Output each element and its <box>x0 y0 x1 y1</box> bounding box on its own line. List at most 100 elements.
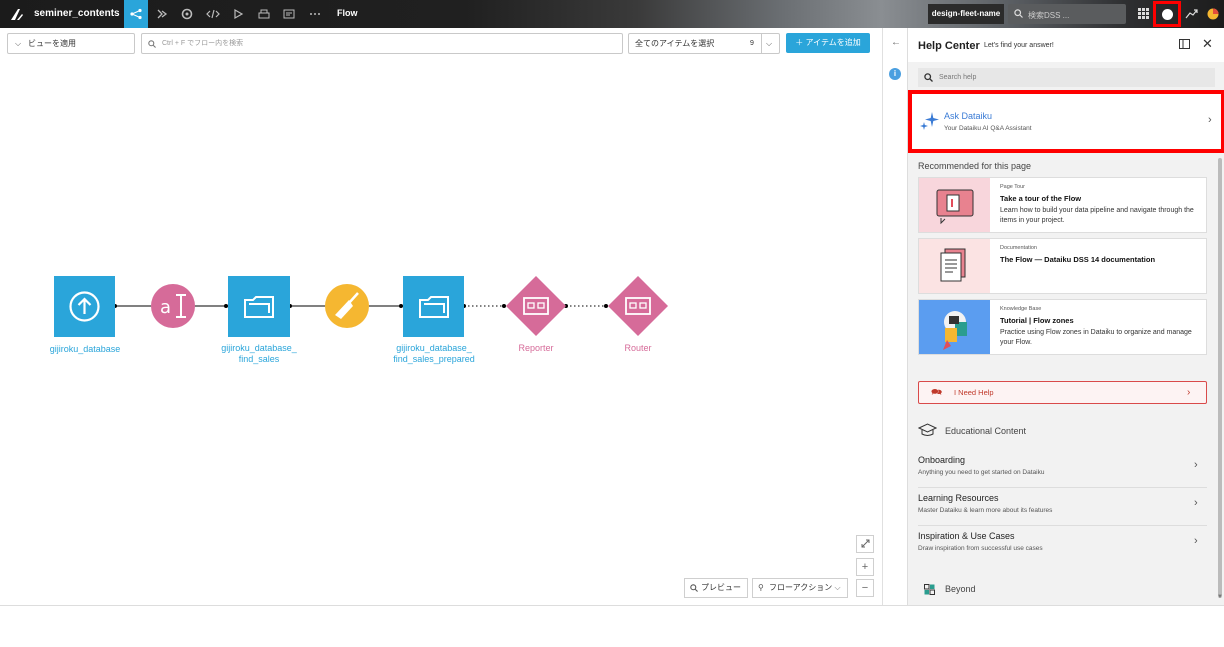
zoom-out-button[interactable]: − <box>856 579 874 597</box>
flow-share-icon <box>130 8 142 20</box>
node-label-reporter[interactable]: Reporter <box>518 343 554 353</box>
educational-content-label: Educational Content <box>945 426 1027 436</box>
info-icon[interactable]: i <box>889 68 901 80</box>
node-label-find-sales[interactable]: gijiroku_database_ find_sales <box>221 343 297 364</box>
card-kind: Knowledge Base <box>1000 306 1042 312</box>
flow-search-input[interactable]: Ctrl + F でフロー内を検索 <box>141 33 623 54</box>
agent-node-router[interactable] <box>608 276 668 336</box>
card-documentation[interactable]: Documentation The Flow — Dataiku DSS 14 … <box>918 238 1207 294</box>
i-need-help-label: I Need Help <box>954 388 994 397</box>
beyond-label: Beyond <box>945 584 976 594</box>
card-title: Take a tour of the Flow <box>1000 194 1082 203</box>
lab-icon[interactable] <box>155 7 169 21</box>
trending-icon[interactable] <box>1185 8 1198 19</box>
edu-item-learning-resources[interactable]: Learning Resources Master Dataiku & lear… <box>918 488 1207 526</box>
preview-button[interactable]: プレビュー <box>684 578 748 598</box>
card-description: Practice using Flow zones in Dataiku to … <box>1000 329 1192 346</box>
recommended-section-title: Recommended for this page <box>918 161 1032 171</box>
help-scrollbar[interactable] <box>1218 158 1222 598</box>
select-all-items-dropdown[interactable]: 全てのアイテムを選択 9 ⌵ <box>628 33 780 54</box>
apply-view-select[interactable]: ⌵ ビューを適用 <box>7 33 135 54</box>
zoom-in-button[interactable]: + <box>856 558 874 576</box>
chevron-right-icon: › <box>1208 114 1212 126</box>
dock-panel-icon[interactable] <box>1179 39 1190 49</box>
card-description: Learn how to build your data pipeline an… <box>1000 207 1194 224</box>
more-dots-icon[interactable] <box>308 7 322 21</box>
help-center-title: Help Center <box>918 40 980 52</box>
dataset-node-gijiroku-database[interactable] <box>54 276 115 337</box>
play-icon[interactable] <box>231 7 245 21</box>
edu-item-desc: Anything you need to get started on Data… <box>918 469 1045 476</box>
dataiku-logo-icon[interactable] <box>9 6 25 22</box>
ask-dataiku-button[interactable]: Ask Dataiku Your Dataiku AI Q&A Assistan… <box>908 90 1224 153</box>
edu-item-onboarding[interactable]: Onboarding Anything you need to get star… <box>918 450 1207 488</box>
edu-item-title: Learning Resources <box>918 493 999 503</box>
add-item-button[interactable]: ＋ アイテムを追加 <box>786 33 870 53</box>
back-arrow-icon[interactable]: ← <box>891 37 901 48</box>
instance-name[interactable]: design-fleet-name <box>928 4 1004 24</box>
window-bottom-divider <box>0 605 1224 606</box>
top-navigation-bar: seminer_contents Flow design-fleet-name … <box>0 0 1224 28</box>
dataset-node-find-sales-prepared[interactable] <box>403 276 464 337</box>
help-search-input[interactable]: Search help <box>918 68 1215 87</box>
fit-to-screen-button[interactable] <box>856 535 874 553</box>
dataset-node-find-sales[interactable] <box>228 276 290 337</box>
graduation-cap-icon <box>918 423 937 436</box>
flow-canvas[interactable]: a <box>0 60 882 605</box>
svg-text:a: a <box>160 297 171 318</box>
right-panel-rail: ← i <box>882 28 907 605</box>
help-center-panel: Help Center Let's find your answer! ✕ Se… <box>907 28 1224 605</box>
card-title: The Flow — Dataiku DSS 14 documentation <box>1000 255 1156 264</box>
documentation-thumbnail <box>919 239 990 293</box>
close-icon[interactable]: ✕ <box>1202 36 1213 51</box>
sparkle-icon <box>920 112 939 130</box>
help-center-header: Help Center Let's find your answer! ✕ <box>908 28 1224 62</box>
help-center-subtitle: Let's find your answer! <box>984 42 1054 49</box>
search-icon <box>1014 9 1023 18</box>
scroll-down-arrow-icon[interactable]: ▼ <box>1217 594 1223 600</box>
item-count: 9 <box>750 40 754 47</box>
educational-content-title: Educational Content <box>918 423 1027 436</box>
node-label-gijiroku-database[interactable]: gijiroku_database <box>49 344 121 354</box>
wrench-icon: ⚲ <box>758 583 764 592</box>
node-label-router[interactable]: Router <box>624 343 652 353</box>
dashboard-icon[interactable] <box>282 7 296 21</box>
search-icon <box>148 40 156 48</box>
chevron-right-icon: › <box>1194 535 1198 547</box>
card-page-tour[interactable]: Page Tour Take a tour of the Flow Learn … <box>918 177 1207 233</box>
page-tour-thumbnail <box>919 178 990 232</box>
flow-actions-button[interactable]: ⚲ フローアクション ⌵ <box>752 578 848 598</box>
card-title: Tutorial | Flow zones <box>1000 316 1074 325</box>
apps-grid-icon[interactable] <box>1138 8 1149 19</box>
grid-squares-icon <box>924 584 935 595</box>
global-search-placeholder: 検索DSS ... <box>1028 11 1070 20</box>
puzzle-head-icon <box>943 311 967 350</box>
chevron-right-icon: › <box>1194 459 1198 471</box>
flow-nav-button[interactable] <box>124 0 148 28</box>
global-search-input[interactable]: 検索DSS ... <box>1008 4 1126 24</box>
user-profile-icon[interactable] <box>1207 8 1219 20</box>
beyond-section-title[interactable]: Beyond <box>924 584 976 595</box>
printer-icon[interactable] <box>257 7 271 21</box>
recipe-node-text-extract[interactable]: a <box>151 284 195 328</box>
recipe-node-prepare[interactable] <box>325 284 369 328</box>
chevron-down-icon: ⌵ <box>15 39 22 48</box>
agent-node-reporter[interactable] <box>506 276 566 336</box>
chevron-right-icon: › <box>1187 387 1191 398</box>
edu-item-inspiration[interactable]: Inspiration & Use Cases Draw inspiration… <box>918 526 1207 564</box>
preview-label: プレビュー <box>701 583 741 592</box>
apply-view-label: ビューを適用 <box>28 39 76 48</box>
card-kind: Documentation <box>1000 245 1037 251</box>
chat-bubbles-icon: 🗪 <box>931 387 943 397</box>
add-item-label: アイテムを追加 <box>805 38 861 47</box>
settings-gear-icon[interactable] <box>180 7 194 21</box>
i-need-help-button[interactable]: 🗪 I Need Help › <box>918 381 1207 404</box>
help-button[interactable] <box>1153 1 1181 27</box>
node-label-find-sales-prepared[interactable]: gijiroku_database_ find_sales_prepared <box>393 343 475 364</box>
card-knowledge-base[interactable]: Knowledge Base Tutorial | Flow zones Pra… <box>918 299 1207 355</box>
project-name[interactable]: seminer_contents <box>34 8 120 19</box>
edu-item-desc: Master Dataiku & learn more about its fe… <box>918 507 1053 514</box>
code-icon[interactable] <box>206 7 220 21</box>
divider <box>761 34 762 53</box>
chevron-down-icon[interactable]: ⌵ <box>766 39 773 48</box>
